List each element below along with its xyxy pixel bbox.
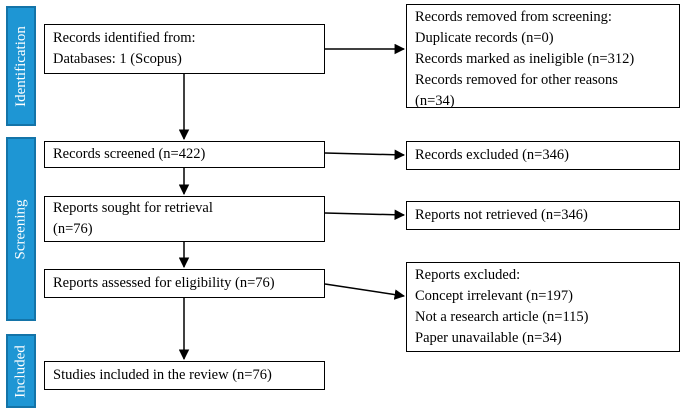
arrow-assessed-to-excluded — [324, 283, 406, 300]
reports-excluded-line-4: Paper unavailable (n=34) — [415, 330, 562, 346]
phase-screening: Screening — [6, 137, 36, 321]
records-identified-line-1: Records identified from: — [53, 30, 196, 46]
reports-assessed-box: Reports assessed for eligibility (n=76) — [44, 269, 325, 298]
records-removed-box: Records removed from screening: Duplicat… — [406, 4, 680, 109]
records-excluded-box: Records excluded (n=346) — [406, 141, 680, 170]
reports-assessed-line-1: Reports assessed for eligibility (n=76) — [53, 275, 275, 291]
arrow-sought-to-not-retrieved — [324, 209, 406, 221]
phase-included: Included — [6, 334, 36, 408]
records-removed-line-2: Duplicate records (n=0) — [415, 30, 554, 46]
reports-excluded-line-2: Concept irrelevant (n=197) — [415, 288, 573, 304]
records-screened-line-1: Records screened (n=422) — [53, 146, 206, 162]
records-excluded-line-1: Records excluded (n=346) — [415, 147, 569, 163]
records-identified-box: Records identified from: Databases: 1 (S… — [44, 24, 325, 74]
records-screened-box: Records screened (n=422) — [44, 141, 325, 168]
records-removed-line-3: Records marked as ineligible (n=312) — [415, 51, 635, 67]
studies-included-box: Studies included in the review (n=76) — [44, 361, 325, 390]
arrow-screened-to-excluded — [324, 149, 406, 161]
reports-excluded-box: Reports excluded: Concept irrelevant (n=… — [406, 262, 680, 352]
reports-sought-line-2: (n=76) — [53, 221, 93, 237]
records-removed-line-1: Records removed from screening: — [415, 9, 612, 25]
phase-identification: Identification — [6, 6, 36, 126]
records-removed-line-5: (n=34) — [415, 93, 455, 109]
studies-included-line-1: Studies included in the review (n=76) — [53, 367, 272, 383]
reports-not-retrieved-line-1: Reports not retrieved (n=346) — [415, 207, 588, 223]
reports-excluded-line-1: Reports excluded: — [415, 267, 521, 283]
reports-excluded-line-3: Not a research article (n=115) — [415, 309, 589, 325]
records-identified-line-2: Databases: 1 (Scopus) — [53, 51, 182, 67]
records-removed-line-4: Records removed for other reasons — [415, 72, 618, 88]
reports-not-retrieved-box: Reports not retrieved (n=346) — [406, 201, 680, 230]
reports-sought-box: Reports sought for retrieval (n=76) — [44, 196, 325, 242]
reports-sought-line-1: Reports sought for retrieval — [53, 200, 213, 216]
